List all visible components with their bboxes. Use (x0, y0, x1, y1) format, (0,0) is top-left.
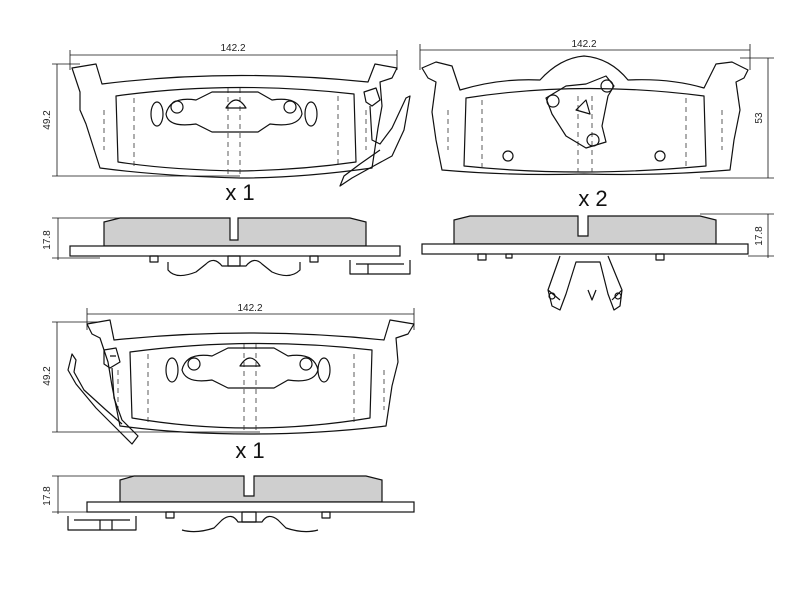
width-dimension-label: 142.2 (571, 39, 596, 50)
pad-2-front-view: 142.2 53 x 2 (419, 39, 774, 211)
rivet (299, 357, 313, 371)
height-dimension-label: 49.2 (42, 366, 53, 386)
slot-hole (304, 101, 318, 127)
backing-plate-outline (86, 319, 415, 435)
backing-plate-outline (421, 55, 749, 176)
backing-plate (69, 245, 401, 257)
pad-2-side-view: 17.8 (421, 213, 774, 311)
friction-material (119, 475, 383, 503)
rivet (502, 150, 514, 162)
rivet (654, 150, 666, 162)
shim-clip (181, 347, 319, 389)
center-rivet (239, 357, 261, 367)
shim-clip (165, 91, 303, 133)
pad-3-side-view: 17.8 (42, 475, 415, 533)
slot-hole (317, 357, 331, 383)
rivet (170, 100, 184, 114)
rivet (546, 94, 560, 108)
wear-indicator-spring (67, 353, 139, 445)
wear-indicator-spring (339, 87, 411, 187)
thickness-dimension-label: 17.8 (754, 226, 765, 246)
pad-1-side-view: 17.8 (42, 217, 411, 277)
clip-spring (167, 259, 301, 277)
wear-sensor (349, 260, 411, 275)
width-dimension-label: 142.2 (237, 303, 262, 314)
thickness-dimension-label: 17.8 (42, 230, 53, 250)
backing-plate-outline (71, 63, 398, 179)
rivet (586, 133, 600, 147)
quantity-label: x 2 (578, 186, 607, 211)
friction-material (453, 215, 717, 245)
rivet (600, 79, 614, 93)
center-rivet (575, 99, 591, 115)
slot-hole (165, 357, 179, 383)
friction-pad-outline (129, 342, 373, 429)
friction-material (103, 217, 367, 247)
width-dimension-label: 142.2 (220, 43, 245, 54)
backing-plate (421, 243, 749, 255)
thickness-dimension-label: 17.8 (42, 486, 53, 506)
wear-sensor-bracket (103, 347, 121, 369)
friction-pad-outline (115, 86, 357, 172)
quantity-label: x 1 (235, 438, 264, 463)
quantity-label: x 1 (225, 180, 254, 205)
clip-spring (181, 515, 319, 533)
center-rivet (225, 99, 247, 109)
friction-pad-outline (463, 87, 707, 173)
slot-hole (150, 101, 164, 127)
clip-spring (547, 255, 623, 311)
rivet (187, 357, 201, 371)
clip-bracket (545, 75, 615, 149)
rivet (283, 100, 297, 114)
wear-sensor (67, 516, 137, 531)
height-dimension-label: 53 (754, 112, 765, 124)
height-dimension-label: 49.2 (42, 110, 53, 130)
pad-1-front-view: 142.2 49.2 x 1 (42, 43, 411, 205)
pad-3-front-view: 142.2 49.2 x 1 (42, 303, 415, 463)
backing-plate (86, 501, 415, 513)
